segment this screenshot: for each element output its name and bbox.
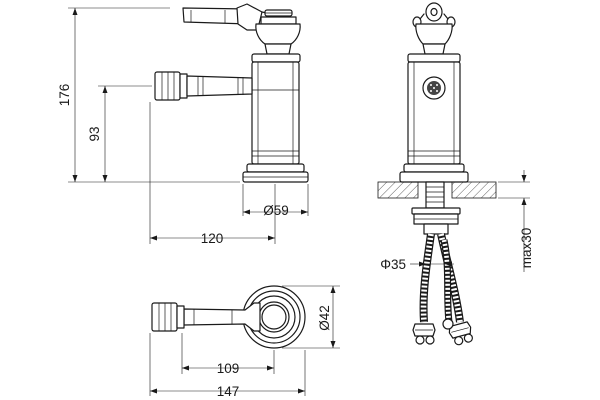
front-view [154, 3, 309, 183]
dimension-59-label: Ø59 [263, 203, 289, 218]
dimension-120-label: 120 [201, 231, 224, 246]
dimension-max30: max30 [498, 170, 534, 272]
dimension-59: Ø59 [242, 184, 309, 218]
dimension-42: Ø42 [282, 285, 340, 349]
dimension-109-label: 109 [217, 361, 240, 376]
side-view [377, 2, 497, 346]
dimension-42-label: Ø42 [317, 305, 332, 331]
dimension-93-label: 93 [87, 126, 102, 141]
plan-view [151, 285, 306, 349]
aerator-outlet [422, 76, 446, 100]
dimension-176-label: 176 [57, 84, 72, 107]
countertop-section [377, 181, 497, 199]
plan-spout-nozzle [151, 302, 185, 332]
mixer-body [242, 61, 309, 183]
dimension-93: 93 [87, 85, 152, 182]
dimension-35-label: Φ35 [380, 257, 406, 272]
dimension-120: 120 [149, 102, 276, 246]
cartridge-cap [251, 9, 301, 63]
mounting-shank [411, 181, 461, 235]
dimension-147: 147 [149, 333, 306, 399]
dimension-35: Φ35 [380, 257, 454, 272]
spout [154, 71, 253, 101]
flexible-hoses [412, 233, 473, 346]
dimension-176: 176 [57, 7, 240, 183]
dimension-147-label: 147 [217, 384, 240, 399]
dimension-109: 109 [181, 333, 275, 376]
dimension-max30-label: max30 [519, 228, 534, 269]
